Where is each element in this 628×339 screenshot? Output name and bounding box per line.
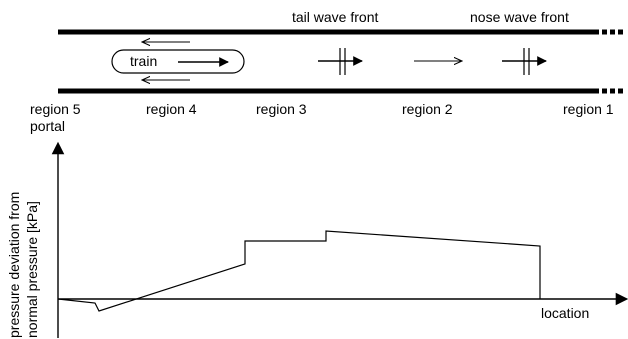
tail-wave-front-marker xyxy=(318,48,363,75)
pressure-curve xyxy=(57,230,541,312)
nose-wave-front-label: nose wave front xyxy=(470,9,569,25)
region-5-label: region 5 xyxy=(30,101,81,117)
region-1-label: region 1 xyxy=(563,101,614,117)
region-3-label: region 3 xyxy=(256,101,307,117)
region-4-label: region 4 xyxy=(146,101,197,117)
pressure-plot: pressure deviation from normal pressure … xyxy=(6,141,628,338)
tunnel-schematic: tail wave front nose wave front train re… xyxy=(30,9,624,134)
portal-label: portal xyxy=(30,118,65,134)
train-body xyxy=(111,49,245,74)
y-axis-label-line1: pressure deviation from xyxy=(6,192,22,338)
region-2-label: region 2 xyxy=(402,101,453,117)
x-axis-label: location xyxy=(541,305,589,321)
tail-wave-front-label: tail wave front xyxy=(292,9,378,25)
nose-wave-front-marker xyxy=(502,48,547,75)
y-axis-label-line2: normal pressure [kPa] xyxy=(24,201,40,338)
train-label: train xyxy=(130,53,157,69)
